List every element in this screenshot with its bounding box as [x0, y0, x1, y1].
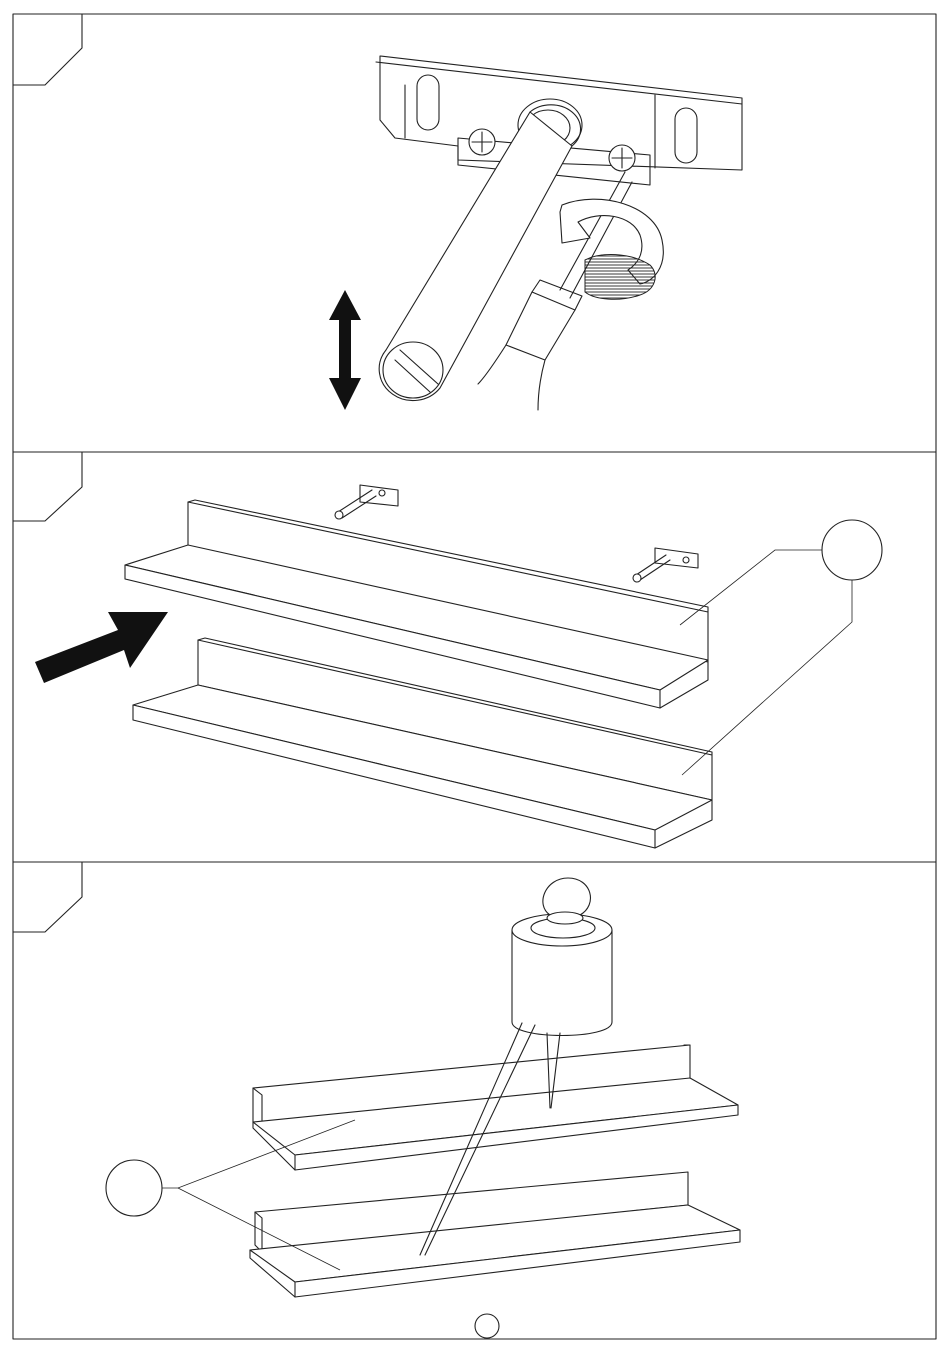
step-1-panel [13, 14, 742, 410]
page-number-circle [475, 1314, 499, 1338]
rotate-clockwise-arrow-icon [560, 199, 663, 299]
step-number-badge [13, 452, 82, 521]
step-number-badge [13, 862, 82, 932]
step-3-panel [13, 862, 740, 1338]
shelf-lower-loaded [250, 1172, 740, 1297]
step-2-panel [13, 452, 882, 848]
part-callout [680, 520, 882, 775]
step-number-badge [13, 14, 82, 85]
push-direction-arrow-icon [35, 612, 168, 683]
wall-pin-right [633, 548, 698, 582]
double-vertical-arrow-icon [329, 290, 361, 410]
screw-icon [609, 145, 635, 171]
screw-icon [469, 129, 495, 155]
wall-pin-left [335, 485, 398, 519]
